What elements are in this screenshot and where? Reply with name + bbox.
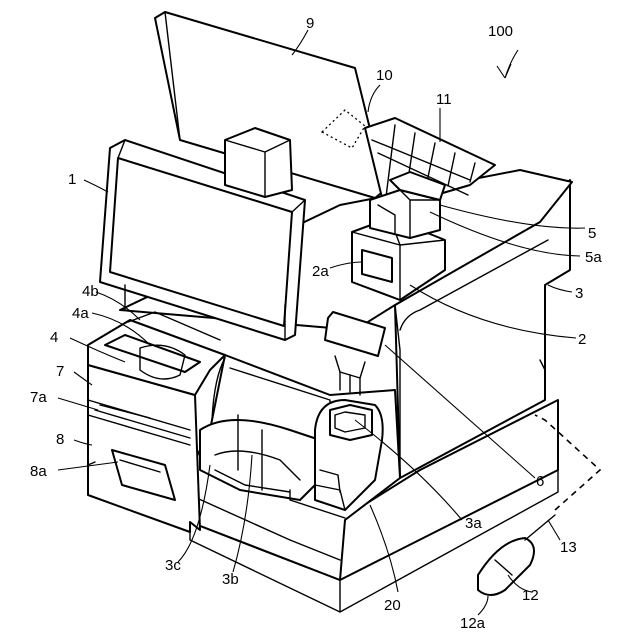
label-11: 11 bbox=[436, 91, 452, 108]
label-12a: 12a bbox=[460, 615, 486, 632]
label-13: 13 bbox=[560, 539, 577, 556]
label-2a: 2a bbox=[312, 263, 329, 280]
label-3b: 3b bbox=[222, 571, 239, 588]
label-6: 6 bbox=[536, 473, 544, 490]
label-10: 10 bbox=[376, 67, 393, 84]
label-4: 4 bbox=[50, 329, 58, 346]
label-5: 5 bbox=[588, 225, 596, 242]
label-4b: 4b bbox=[82, 283, 99, 300]
label-8a: 8a bbox=[30, 463, 47, 480]
label-3c: 3c bbox=[165, 557, 181, 574]
label-4a: 4a bbox=[72, 305, 89, 322]
label-5a: 5a bbox=[585, 249, 602, 266]
label-20: 20 bbox=[384, 597, 401, 614]
label-8: 8 bbox=[56, 431, 64, 448]
label-3: 3 bbox=[575, 285, 583, 302]
label-7a: 7a bbox=[30, 389, 47, 406]
label-1: 1 bbox=[68, 171, 76, 188]
label-2: 2 bbox=[578, 331, 586, 348]
label-9: 9 bbox=[306, 15, 314, 32]
customer-pole-display bbox=[325, 312, 385, 395]
label-3a: 3a bbox=[465, 515, 482, 532]
label-100: 100 bbox=[488, 23, 513, 40]
label-12: 12 bbox=[522, 587, 539, 604]
label-7: 7 bbox=[56, 363, 64, 380]
